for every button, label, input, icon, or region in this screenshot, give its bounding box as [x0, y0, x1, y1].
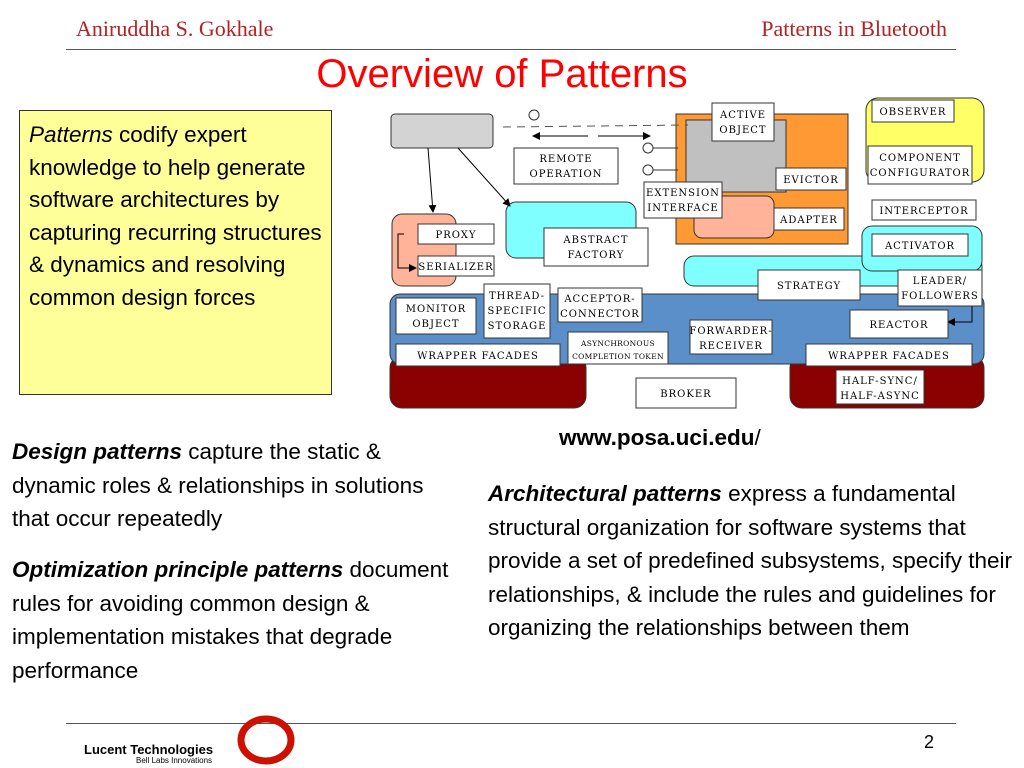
observer-label: OBSERVER [880, 107, 947, 118]
interface-circle-2 [642, 142, 654, 154]
remote-operation-l1: REMOTE [539, 154, 592, 165]
optimization-term: Optimization principle patterns [12, 557, 344, 582]
box-leader-followers: LEADER/FOLLOWERS [897, 269, 983, 307]
lucent-ring-icon [237, 715, 295, 765]
header-rule [66, 49, 956, 50]
page-number: 2 [924, 732, 935, 752]
leader-followers-l1: LEADER/ [913, 276, 967, 287]
interface-circle-1 [528, 109, 540, 121]
abstract-factory-l1: ABSTRACT [562, 235, 628, 246]
half-sync-l2: HALF-ASYNC [840, 391, 920, 402]
extension-interface-l1: EXTENSION [646, 188, 720, 199]
monitor-object-l2: OBJECT [412, 319, 459, 330]
lucent-logo: Lucent Technologies Bell Labs Innovation… [84, 714, 308, 766]
wrapper-facades-right-label: WRAPPER FACADES [828, 351, 950, 362]
tss-l3: STORAGE [488, 321, 547, 332]
half-sync-l1: HALF-SYNC/ [842, 376, 918, 387]
box-abstract-factory: ABSTRACT FACTORY [543, 227, 649, 267]
header-author: Aniruddha S. Gokhale [76, 16, 274, 41]
posa-url-slash[interactable]: / [754, 425, 761, 450]
interceptor-label: INTERCEPTOR [879, 206, 968, 217]
box-remote-operation: REMOTE OPERATION [513, 147, 619, 185]
header-topic: Patterns in Bluetooth [761, 16, 947, 41]
arrow-serializer [397, 233, 417, 272]
abstract-factory-l2: FACTORY [568, 250, 625, 261]
acceptor-connector-l1: ACCEPTOR- [563, 294, 635, 305]
box-evictor: EVICTOR [775, 167, 847, 191]
box-strategy: STRATEGY [757, 269, 861, 301]
architectural-para: Architectural patterns express a fundame… [488, 477, 1018, 645]
logo-tagline: Bell Labs Innovations [136, 756, 213, 765]
box-interceptor: INTERCEPTOR [871, 199, 977, 221]
architectural-term: Architectural patterns [488, 481, 722, 506]
component-configurator-l2: CONFIGURATOR [870, 168, 971, 179]
broker-label: BROKER [660, 389, 711, 400]
arrow-reactor [947, 300, 973, 326]
box-observer: OBSERVER [871, 99, 955, 123]
posa-url[interactable]: www.posa.uci.edu/ [559, 425, 761, 451]
logo-company: Lucent Technologies [84, 742, 214, 757]
arrow-client-abstract [457, 147, 511, 207]
serializer-label: SERIALIZER [418, 262, 493, 273]
dashed-link [502, 124, 689, 128]
act-l1: ASYNCHRONOUS [580, 339, 655, 348]
box-broker: BROKER [635, 377, 737, 409]
forwarder-receiver-l1: FORWARDER- [689, 326, 772, 337]
act-l2: COMPLETION TOKEN [572, 352, 664, 361]
box-half-sync-half-async: HALF-SYNC/HALF-ASYNC [835, 369, 925, 405]
patterns-callout: Patterns codify expert knowledge to help… [19, 110, 332, 395]
tss-l1: THREAD- [489, 291, 545, 302]
patterns-term: Patterns [29, 122, 113, 147]
active-object-l1: ACTIVE [719, 110, 766, 121]
component-configurator-l1: COMPONENT [879, 153, 961, 164]
design-patterns-para: Design patterns capture the static & dyn… [12, 435, 462, 536]
architectural-text: express a fundamental structural organiz… [488, 481, 1013, 640]
extension-interface-l2: INTERFACE [647, 203, 718, 214]
slide-title: Overview of Patterns [316, 52, 688, 96]
box-wrapper-facades-left: WRAPPER FACADES [395, 343, 561, 367]
box-serializer: SERIALIZER [417, 255, 495, 277]
reactor-label: REACTOR [869, 320, 928, 331]
footer-rule [66, 723, 956, 724]
client-box [390, 113, 494, 149]
box-component-configurator: COMPONENT CONFIGURATOR [867, 145, 973, 185]
box-active-object: ACTIVE OBJECT [711, 102, 775, 142]
optimization-text: document rules for avoiding common desig… [12, 557, 449, 683]
box-activator: ACTIVATOR [871, 233, 969, 257]
wrapper-facades-left-label: WRAPPER FACADES [417, 351, 539, 362]
box-thread-specific-storage: THREAD- SPECIFIC STORAGE [483, 283, 551, 339]
strategy-label: STRATEGY [777, 281, 841, 292]
forwarder-receiver-l2: RECEIVER [699, 341, 763, 352]
box-reactor: REACTOR [849, 309, 949, 339]
box-extension-interface: EXTENSION INTERFACE [643, 181, 723, 219]
box-acceptor-connector: ACCEPTOR- CONNECTOR [557, 287, 643, 323]
design-term: Design patterns [12, 439, 183, 464]
box-monitor-object: MONITOR OBJECT [395, 297, 477, 335]
interface-circle-3 [642, 164, 654, 176]
acceptor-connector-l2: CONNECTOR [560, 309, 640, 320]
monitor-object-l1: MONITOR [406, 304, 467, 315]
box-forwarder-receiver: FORWARDER- RECEIVER [689, 319, 773, 355]
patterns-diagram: ACTIVE OBJECT OBSERVER REMOTE OPERATION CO… [389, 97, 985, 409]
patterns-text: codify expert knowledge to help generate… [29, 122, 322, 310]
box-proxy: PROXY [417, 223, 495, 245]
box-asynchronous-completion-token: ASYNCHRONOUS COMPLETION TOKEN [567, 331, 669, 365]
box-wrapper-facades-right: WRAPPER FACADES [805, 343, 973, 367]
active-object-l2: OBJECT [719, 125, 766, 136]
posa-url-text[interactable]: www.posa.uci.edu [559, 425, 755, 450]
arrow-client-proxy [427, 147, 437, 213]
activator-label: ACTIVATOR [884, 241, 955, 252]
design-text: capture the static & dynamic roles & rel… [12, 439, 424, 531]
optimization-para: Optimization principle patterns document… [12, 553, 467, 687]
tss-l2: SPECIFIC [487, 306, 546, 317]
evictor-label: EVICTOR [783, 175, 839, 186]
remote-operation-l2: OPERATION [530, 169, 603, 180]
leader-followers-l2: FOLLOWERS [901, 291, 979, 302]
adapter-label: ADAPTER [779, 215, 838, 226]
proxy-label: PROXY [435, 230, 476, 241]
box-adapter: ADAPTER [773, 207, 845, 231]
